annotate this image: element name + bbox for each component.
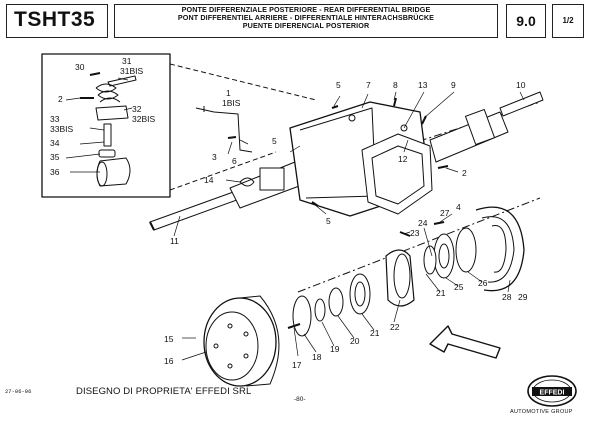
- callout-15: 15: [164, 334, 174, 344]
- model-code: TSHT35: [14, 8, 96, 31]
- callout-5c: 5: [326, 216, 331, 226]
- brake-drum: [203, 297, 277, 387]
- callout-7: 7: [366, 80, 371, 90]
- model-box: [6, 4, 108, 38]
- callout-36: 36: [50, 167, 60, 177]
- callout-2a: 2: [58, 94, 63, 104]
- callout-31bis: 31BIS: [120, 66, 143, 76]
- callout-27: 27: [440, 208, 450, 218]
- lever-part: [107, 75, 137, 87]
- callout-18: 18: [312, 352, 322, 362]
- ownership-note: DISEGNO DI PROPRIETA' EFFEDI SRL: [76, 386, 252, 397]
- page-number: 1/2: [562, 16, 574, 25]
- pin-part: [103, 123, 112, 147]
- callout-8: 8: [393, 80, 398, 90]
- title-line-3: PUENTE DIFERENCIAL POSTERIOR: [242, 21, 370, 30]
- callout-32: 32: [132, 104, 142, 114]
- bracket-1: [195, 107, 253, 153]
- group-name: AUTOMOTIVE GROUP: [510, 409, 573, 415]
- callout-34: 34: [50, 138, 60, 148]
- seal-26: [455, 227, 477, 273]
- title-line-1: PONTE DIFFERENZIALE POSTERIORE - REAR DI…: [181, 5, 431, 14]
- page-box: 1/2: [552, 4, 584, 38]
- callout-21b: 21: [370, 328, 380, 338]
- callout-33: 33: [50, 114, 60, 124]
- axle-shaft-right: [499, 91, 544, 117]
- callout-31: 31: [122, 56, 132, 66]
- callout-2b: 2: [462, 168, 467, 178]
- drum-bolt-holes: [213, 323, 249, 369]
- ring-24: [423, 245, 437, 275]
- callout-25: 25: [454, 282, 464, 292]
- section-box: 9.0: [506, 4, 546, 38]
- callout-29: 29: [518, 292, 528, 302]
- callout-22: 22: [390, 322, 400, 332]
- callout-16: 16: [164, 356, 174, 366]
- ring-19: [314, 298, 326, 322]
- callout-24: 24: [418, 218, 428, 228]
- callout-33bis: 33BIS: [50, 124, 73, 134]
- callout-28: 28: [502, 292, 512, 302]
- callout-1: 1: [226, 88, 231, 98]
- bracket-part: [95, 105, 129, 121]
- title-line-2: PONT DIFFERENTIEL ARRIERE - DIFFERENTIAL…: [177, 13, 435, 22]
- callout-5b: 5: [336, 80, 341, 90]
- callout-3: 3: [212, 152, 217, 162]
- callout-35: 35: [50, 152, 60, 162]
- callout-12: 12: [398, 154, 408, 164]
- brake-backing-plate: [475, 206, 525, 292]
- callout-14: 14: [204, 175, 214, 185]
- inset-frame: [41, 53, 171, 198]
- callout-4: 4: [456, 202, 461, 212]
- spring-part: [95, 83, 121, 103]
- folio-number: -80-: [294, 396, 306, 403]
- callout-9: 9: [451, 80, 456, 90]
- callout-21a: 21: [436, 288, 446, 298]
- bearing-25: [433, 233, 455, 279]
- washer-part: [98, 149, 116, 158]
- section-number: 9.0: [516, 13, 536, 29]
- callout-26: 26: [478, 278, 488, 288]
- drawing-date: 27-06-06: [5, 388, 32, 395]
- bearing-21: [349, 273, 371, 315]
- callout-11: 11: [170, 236, 179, 246]
- effedi-logo: EFFEDI: [527, 375, 577, 407]
- assembly-arrow: [429, 325, 501, 359]
- callout-10: 10: [516, 80, 526, 90]
- callout-17: 17: [292, 360, 302, 370]
- callout-30: 30: [75, 62, 85, 72]
- callout-5a: 5: [272, 136, 277, 146]
- inset-leader: [169, 63, 317, 101]
- logo-text: EFFEDI: [540, 390, 565, 397]
- callout-20: 20: [350, 336, 360, 346]
- callout-23: 23: [410, 228, 420, 238]
- flange-18: [292, 295, 312, 337]
- callout-19: 19: [330, 344, 340, 354]
- callout-13: 13: [418, 80, 428, 90]
- callout-6: 6: [232, 156, 237, 166]
- callout-32bis: 32BIS: [132, 114, 155, 124]
- seal-20: [328, 287, 344, 317]
- title-box: PONTE DIFFERENZIALE POSTERIORE - REAR DI…: [114, 4, 498, 38]
- callout-1bis: 1BIS: [222, 98, 241, 108]
